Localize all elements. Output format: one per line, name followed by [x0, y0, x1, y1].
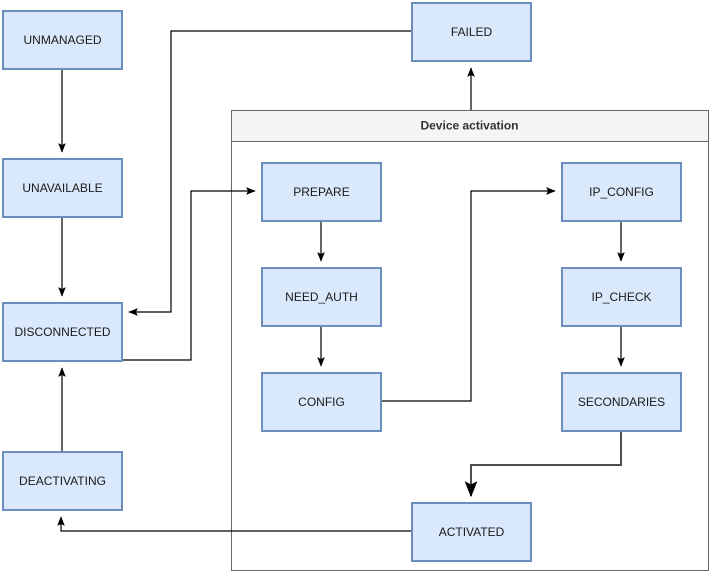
- state-node-failed[interactable]: FAILED: [411, 2, 532, 62]
- state-node-activated[interactable]: ACTIVATED: [411, 502, 532, 562]
- state-box-label: NEED_AUTH: [285, 290, 358, 304]
- state-node-need-auth[interactable]: NEED_AUTH: [261, 267, 382, 327]
- group-title-label: Device activation: [420, 119, 518, 133]
- state-box-rect[interactable]: [561, 267, 682, 327]
- state-node-deactivating[interactable]: DEACTIVATING: [2, 451, 123, 511]
- state-box-label: IP_CONFIG: [589, 185, 654, 199]
- edge-disconnected-to-prepare: [123, 187, 256, 361]
- group-header-band: [231, 110, 709, 142]
- state-node-ip-check[interactable]: IP_CHECK: [561, 267, 682, 327]
- edge-config-to-ip-config: [382, 187, 556, 402]
- state-box-rect[interactable]: [2, 302, 123, 362]
- edge-secondaries-to-activated: [464, 432, 622, 498]
- state-node-secondaries[interactable]: SECONDARIES: [561, 372, 682, 432]
- node-layer: UNMANAGED UNAVAILABLE DISCONNECTED DEACTIVA…: [2, 2, 682, 562]
- state-box-label: PREPARE: [293, 185, 349, 199]
- state-box-label: DEACTIVATING: [19, 474, 106, 488]
- state-box-label: DISCONNECTED: [14, 325, 110, 339]
- state-box-rect[interactable]: [2, 158, 123, 218]
- state-node-unmanaged[interactable]: UNMANAGED: [2, 10, 123, 70]
- state-box-label: UNMANAGED: [23, 33, 101, 47]
- state-box-rect[interactable]: [2, 451, 123, 511]
- edge-layer: [57, 30, 625, 532]
- state-box-label: IP_CHECK: [591, 290, 651, 304]
- state-node-disconnected[interactable]: DISCONNECTED: [2, 302, 123, 362]
- state-box-label: SECONDARIES: [578, 395, 665, 409]
- state-box-rect[interactable]: [411, 502, 532, 562]
- state-box-label: ACTIVATED: [439, 525, 505, 539]
- state-box-rect[interactable]: [2, 10, 123, 70]
- state-node-config[interactable]: CONFIG: [261, 372, 382, 432]
- state-box-rect[interactable]: [261, 267, 382, 327]
- edge-activated-to-deactivating: [57, 516, 411, 532]
- state-box-rect[interactable]: [561, 372, 682, 432]
- state-box-rect[interactable]: [261, 372, 382, 432]
- edge-failed-to-disconnected: [128, 30, 411, 316]
- state-box-rect[interactable]: [561, 162, 682, 222]
- state-box-rect[interactable]: [411, 2, 532, 62]
- state-node-prepare[interactable]: PREPARE: [261, 162, 382, 222]
- state-node-ip-config[interactable]: IP_CONFIG: [561, 162, 682, 222]
- state-box-label: FAILED: [451, 25, 493, 39]
- state-box-label: CONFIG: [298, 395, 345, 409]
- state-box-rect[interactable]: [261, 162, 382, 222]
- state-box-label: UNAVAILABLE: [22, 181, 102, 195]
- state-node-unavailable[interactable]: UNAVAILABLE: [2, 158, 123, 218]
